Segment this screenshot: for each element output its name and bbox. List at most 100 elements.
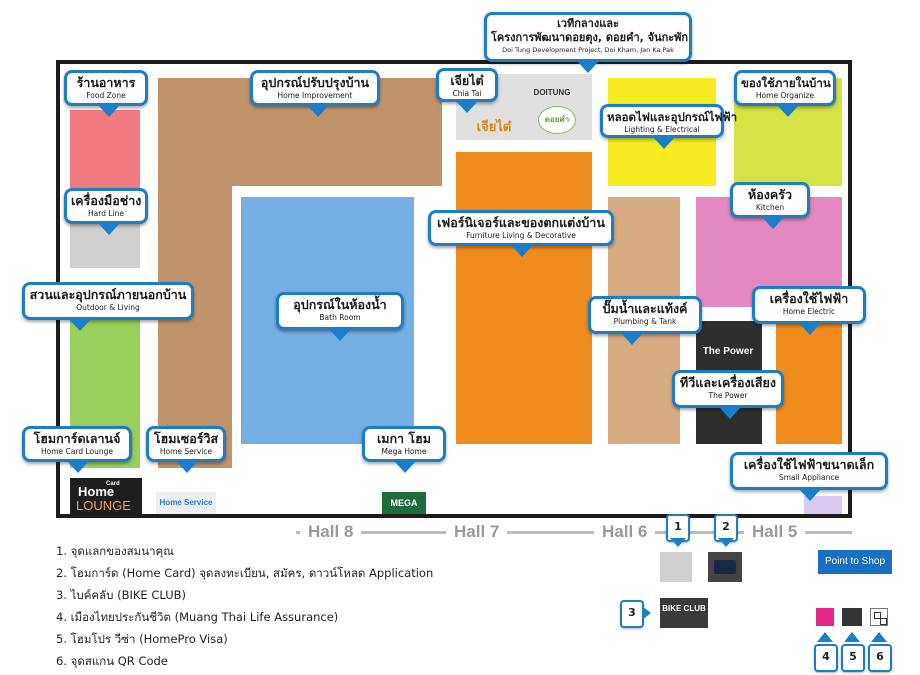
mega-home-logo: MEGA — [382, 492, 426, 514]
home-improvement-th: อุปกรณ์ปรับปรุงบ้าน — [260, 75, 370, 90]
chia-tai-th: เจียไต๋ — [450, 73, 484, 88]
zone-home-electric[interactable] — [776, 321, 842, 444]
bike-club-logo[interactable]: BIKE CLUB — [660, 598, 708, 628]
callout-home-service[interactable]: โฮมเซอร์วิส Home Service — [146, 426, 226, 473]
home-electric-en: Home Electric — [782, 307, 836, 316]
hard-line-th: เครื่องมือช่าง — [71, 193, 142, 208]
chia-tai-en: Chia Tai — [452, 89, 482, 98]
furniture-th: เฟอร์นิเจอร์และของตกแต่งบ้าน — [437, 215, 605, 230]
marker-5-label: 5 — [849, 650, 857, 663]
outdoor-th: สวนและอุปกรณ์ภายนอกบ้าน — [29, 287, 187, 302]
doi-kham-logo: ดอยคำ — [538, 106, 576, 134]
marker-2[interactable]: 2 — [714, 514, 738, 547]
marker-2-label: 2 — [722, 520, 730, 533]
callout-bath-room[interactable]: อุปกรณ์ในห้องน้ำ Bath Room — [276, 292, 404, 341]
callout-furniture[interactable]: เฟอร์นิเจอร์และของตกแต่งบ้าน Furniture L… — [428, 210, 614, 257]
callout-home-card-lounge[interactable]: โฮมการ์ดเลานจ์ Home Card Lounge — [22, 426, 132, 473]
marker-5[interactable]: 5 — [841, 644, 865, 672]
home-service-th: โฮมเซอร์วิส — [153, 431, 219, 446]
plumbing-th: ปั๊มน้ำและแท้งค์ — [602, 301, 688, 316]
home-card-small-text: Card — [106, 481, 120, 487]
legend-item-2: 2. โฮมการ์ด (Home Card) จุดลงทะเบียน, สม… — [56, 566, 434, 580]
doi-tung-th2: โครงการพัฒนาดอยตุง, ดอยคำ, จันกะพัก — [491, 31, 689, 44]
outdoor-en: Outdoor & Living — [76, 303, 140, 312]
service-point-4[interactable] — [816, 608, 834, 626]
zone-food[interactable] — [70, 110, 140, 188]
marker-1-label: 1 — [674, 520, 682, 533]
marker-3[interactable]: 3 — [620, 600, 651, 628]
marker-6-label: 6 — [876, 650, 884, 663]
zone-home-improvement-left[interactable] — [158, 174, 232, 468]
marker-5-pointer — [844, 632, 860, 642]
furniture-en: Furniture Living & Decorative — [466, 231, 576, 240]
the-power-th: ทีวีและเครื่องเสียง — [680, 375, 776, 390]
chia-tai-logo: เจียไต๋ — [476, 119, 512, 134]
legend-item-4: 4. เมืองไทยประกันชีวิต (Muang Thai Life … — [56, 610, 339, 624]
food-zone-en: Food Zone — [86, 91, 126, 100]
home-card-lounge-text: LOUNGE — [76, 498, 131, 513]
legend-item-6: 6. จุดสแกน QR Code — [56, 654, 168, 668]
legend-item-3: 3. ไบค์คลับ (BIKE CLUB) — [56, 588, 186, 602]
marker-4[interactable]: 4 — [814, 644, 838, 672]
home-organize-en: Home Organize — [755, 91, 815, 100]
hall-8: Hall 8 — [300, 522, 362, 542]
home-organize-th: ของใช้ภายในบ้าน — [741, 76, 831, 90]
marker-4-label: 4 — [822, 650, 830, 663]
hall-7: Hall 7 — [446, 522, 508, 542]
point-to-shop-logo[interactable]: Point to Shop — [818, 550, 892, 574]
zone-furniture[interactable] — [456, 152, 592, 444]
plumbing-en: Plumbing & Tank — [613, 317, 677, 326]
legend: 1. จุดแลกของสมนาคุณ 2. โฮมการ์ด (Home Ca… — [56, 540, 433, 672]
food-zone-th: ร้านอาหาร — [76, 75, 136, 90]
callout-plumbing[interactable]: ปั๊มน้ำและแท้งค์ Plumbing & Tank — [588, 296, 702, 345]
callout-kitchen[interactable]: ห้องครัว Kitchen — [730, 182, 810, 229]
service-point-6[interactable] — [870, 608, 888, 626]
callout-small-appliance[interactable]: เครื่องใช้ไฟฟ้าขนาดเล็ก Small Appliance — [730, 452, 888, 501]
callout-home-electric[interactable]: เครื่องใช้ไฟฟ้า Home Electric — [752, 286, 866, 335]
service-point-2[interactable] — [708, 552, 742, 582]
callout-food-zone[interactable]: ร้านอาหาร Food Zone — [64, 70, 148, 117]
callout-lighting[interactable]: หลอดไฟและอุปกรณ์ไฟฟ้า Lighting & Electri… — [600, 104, 738, 149]
callout-chia-tai[interactable]: เจียไต๋ Chia Tai — [436, 68, 498, 113]
callout-hard-line[interactable]: เครื่องมือช่าง Hard Line — [64, 188, 148, 235]
the-power-logo: The Power — [702, 346, 754, 357]
small-appliance-en: Small Appliance — [778, 473, 840, 482]
doi-tung-th1: เวทีกลางและ — [557, 17, 619, 30]
marker-1[interactable]: 1 — [666, 514, 690, 547]
doi-tung-en: Doi Tung Development Project, Doi Kham, … — [502, 46, 674, 54]
marker-6[interactable]: 6 — [868, 644, 892, 672]
home-card-big-text: Home — [78, 484, 115, 499]
marker-4-pointer — [817, 632, 833, 642]
marker-6-pointer — [871, 632, 887, 642]
callout-doi-tung[interactable]: เวทีกลางและ โครงการพัฒนาดอยตุง, ดอยคำ, จ… — [484, 12, 692, 73]
hard-line-en: Hard Line — [88, 209, 124, 218]
lighting-th: หลอดไฟและอุปกรณ์ไฟฟ้า — [607, 110, 738, 124]
hall-6: Hall 6 — [594, 522, 656, 542]
lighting-en: Lighting & Electrical — [624, 125, 700, 134]
home-electric-th: เครื่องใช้ไฟฟ้า — [769, 291, 849, 306]
mega-home-en: Mega Home — [381, 447, 427, 456]
hall-5: Hall 5 — [744, 522, 806, 542]
home-service-logo: Home Service — [156, 492, 216, 514]
small-appliance-th: เครื่องใช้ไฟฟ้าขนาดเล็ก — [743, 457, 875, 472]
callout-the-power[interactable]: ทีวีและเครื่องเสียง The Power — [672, 370, 784, 419]
service-point-5[interactable] — [842, 608, 862, 626]
hall-line — [296, 531, 852, 534]
home-card-lounge-th: โฮมการ์ดเลานจ์ — [33, 431, 121, 446]
legend-item-1: 1. จุดแลกของสมนาคุณ — [56, 544, 174, 558]
home-service-en: Home Service — [159, 447, 213, 456]
doitung-logo: DOITUNG — [533, 88, 571, 97]
marker-3-label: 3 — [628, 606, 636, 619]
callout-outdoor[interactable]: สวนและอุปกรณ์ภายนอกบ้าน Outdoor & Living — [22, 282, 194, 331]
callout-home-improvement[interactable]: อุปกรณ์ปรับปรุงบ้าน Home Improvement — [250, 70, 380, 117]
home-improvement-en: Home Improvement — [277, 91, 353, 100]
service-point-1[interactable] — [660, 552, 692, 582]
kitchen-en: Kitchen — [755, 203, 785, 212]
callout-home-organize[interactable]: ของใช้ภายในบ้าน Home Organize — [734, 70, 836, 117]
legend-item-5: 5. โฮมโปร วีซ่า (HomePro Visa) — [56, 632, 228, 646]
kitchen-th: ห้องครัว — [748, 187, 792, 202]
callout-mega-home[interactable]: เมกา โฮม Mega Home — [362, 426, 446, 473]
home-card-lounge-en: Home Card Lounge — [41, 447, 113, 456]
bath-room-en: Bath Room — [319, 313, 361, 322]
home-card-lounge-logo: Card Home LOUNGE — [70, 478, 142, 516]
